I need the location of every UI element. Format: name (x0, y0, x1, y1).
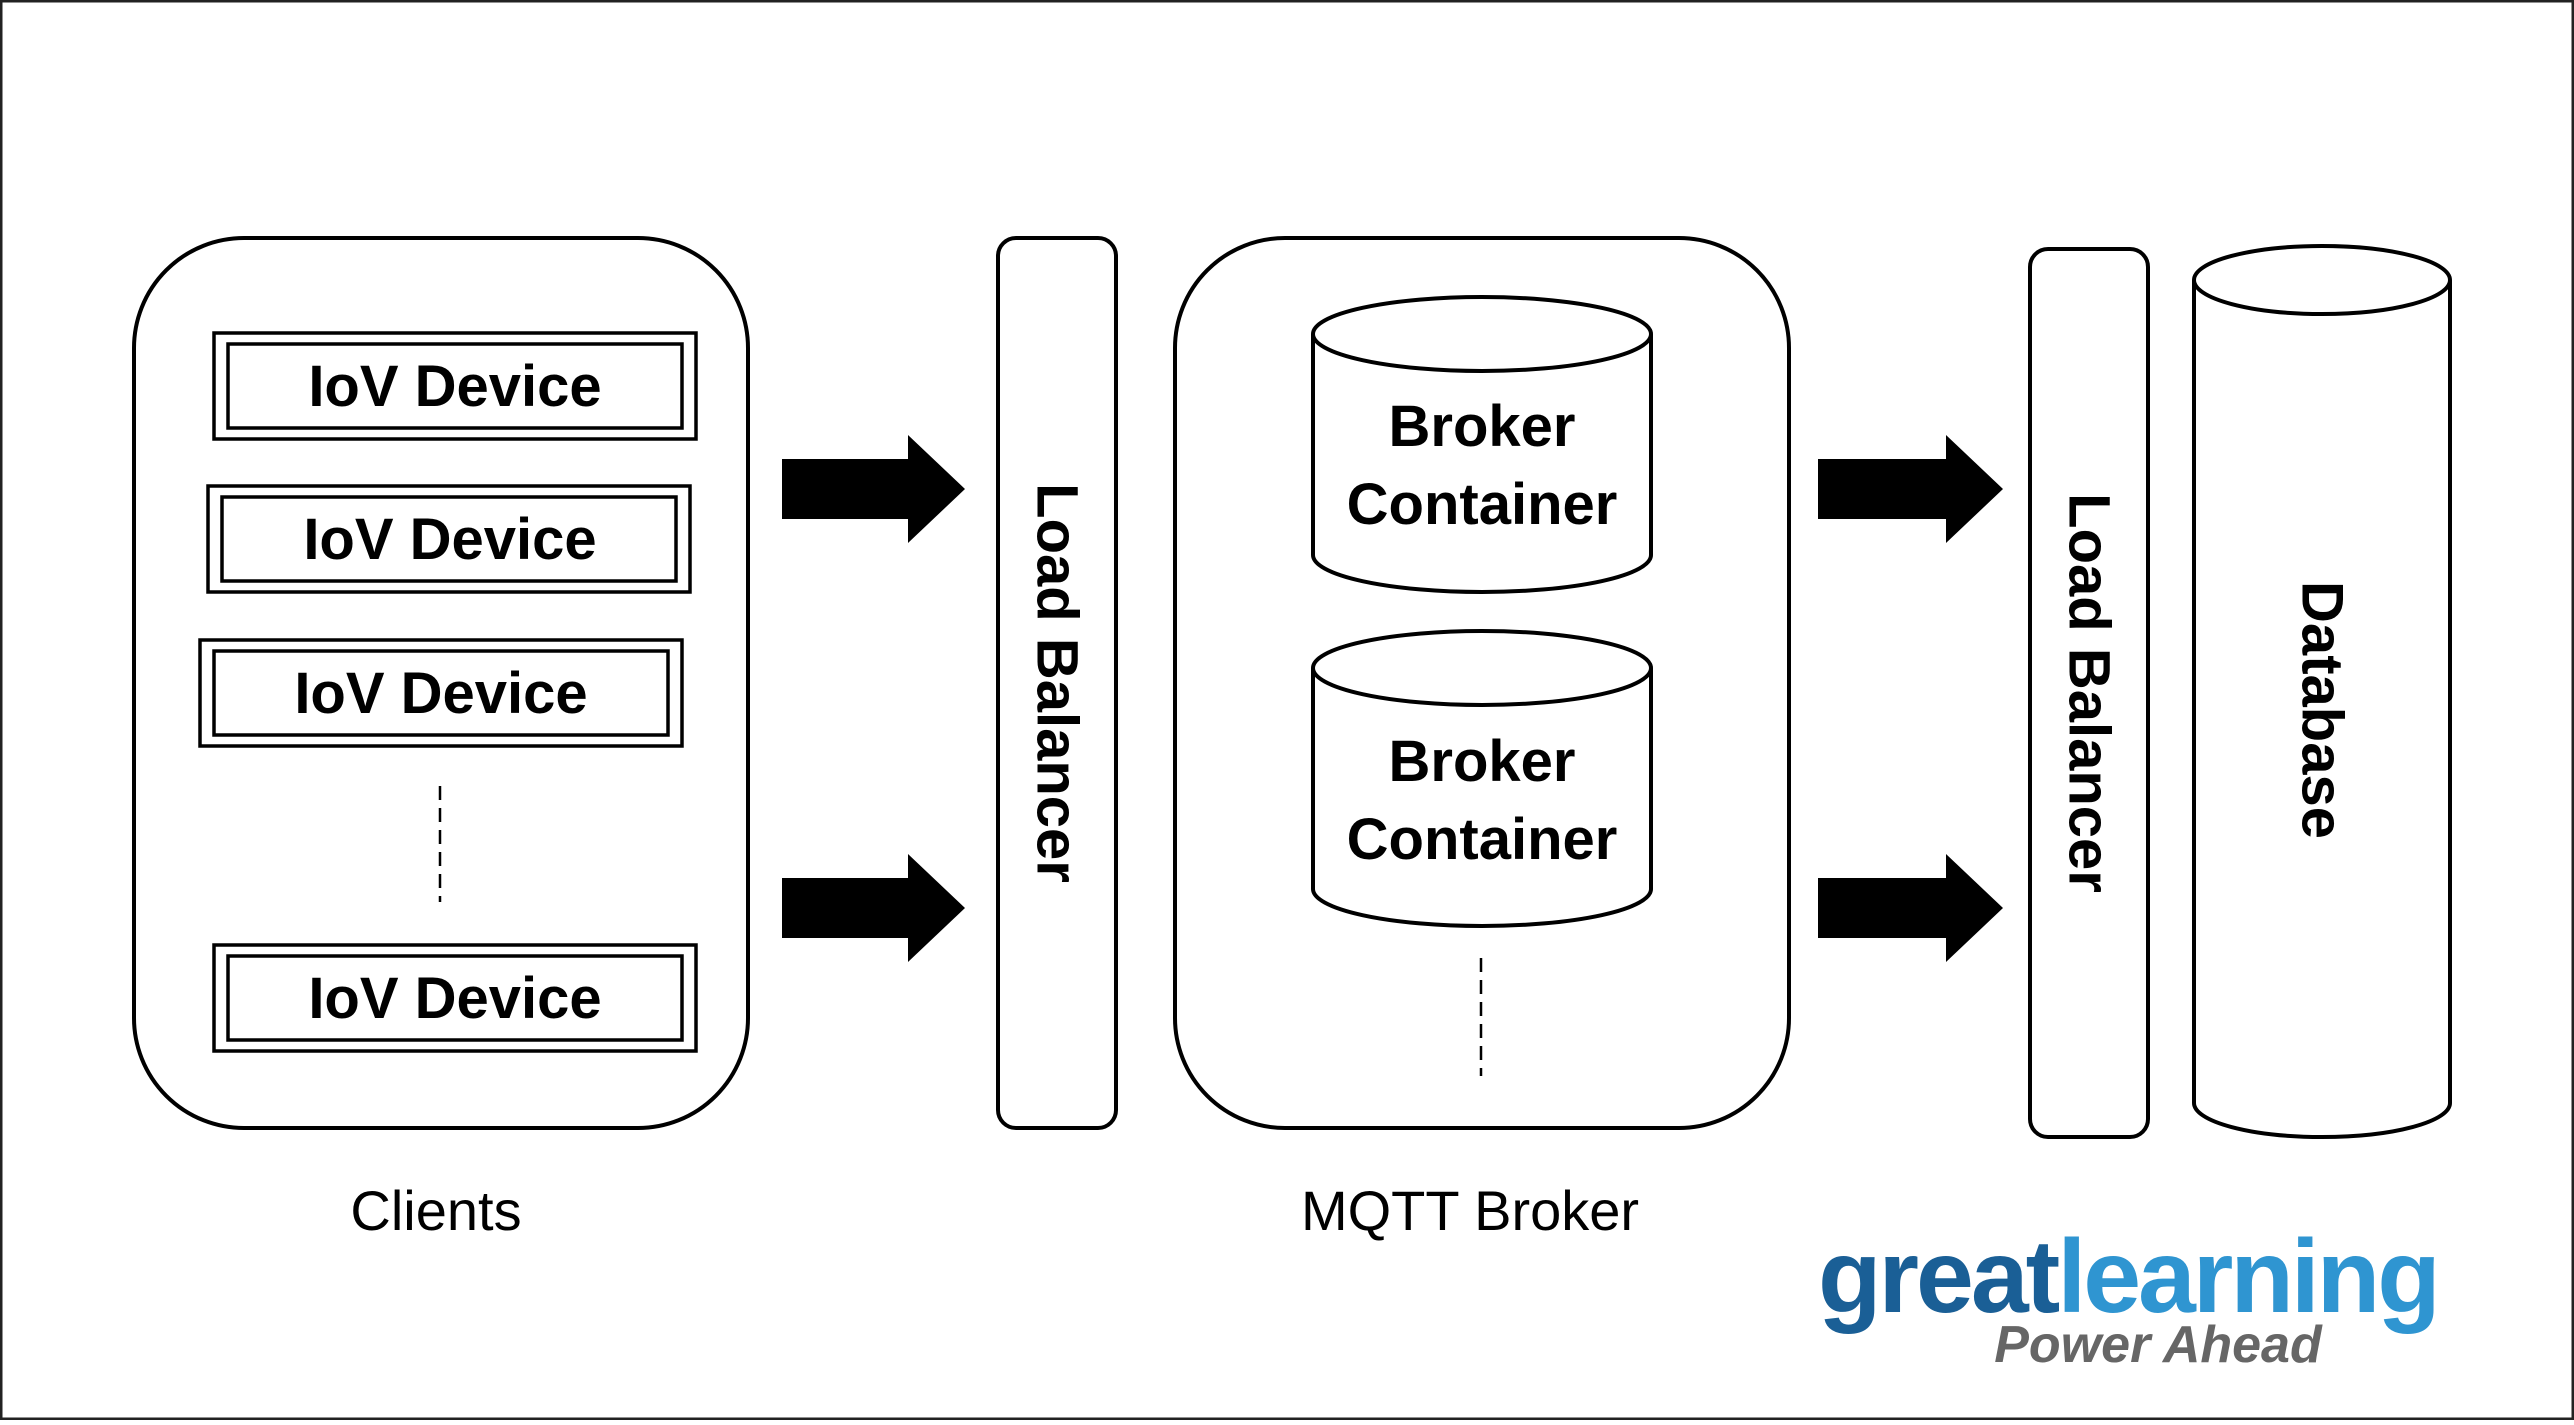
broker-container-label-line1: Broker (1389, 729, 1576, 794)
database-label: Database (2290, 581, 2355, 839)
clients-caption: Clients (350, 1179, 521, 1242)
iov-device-box: IoV Device (212, 331, 698, 441)
iov-device-label: IoV Device (308, 966, 601, 1031)
arrow-right-icon (1818, 435, 2003, 543)
arrow-right-icon (1818, 854, 2003, 962)
iov-device-label: IoV Device (303, 507, 596, 572)
greatlearning-logo: greatlearning Power Ahead (1818, 1219, 2441, 1374)
broker-container-label-line2: Container (1347, 472, 1618, 537)
logo-word-great: great (1818, 1219, 2060, 1335)
load-balancer-2: Load Balancer (2028, 247, 2150, 1139)
broker-container-label-line1: Broker (1389, 394, 1576, 459)
svg-text:greatlearning: greatlearning (1818, 1219, 2438, 1335)
load-balancer-1: Load Balancer (996, 236, 1118, 1130)
arrow-right-icon (782, 435, 965, 543)
database-cylinder: Database (2192, 244, 2452, 1139)
mqtt-broker-container (1173, 236, 1791, 1130)
broker-container-cylinder: Broker Container (1311, 295, 1653, 594)
broker-container-label-line2: Container (1347, 807, 1618, 872)
logo-word-learning: learning (2057, 1219, 2438, 1335)
logo-tagline: Power Ahead (1994, 1316, 2323, 1374)
iov-device-box: IoV Device (212, 943, 698, 1053)
load-balancer-label: Load Balancer (2057, 493, 2122, 893)
broker-container-cylinder: Broker Container (1311, 629, 1653, 928)
iov-device-label: IoV Device (308, 354, 601, 419)
iov-device-box: IoV Device (206, 484, 692, 594)
arrow-right-icon (782, 854, 965, 962)
iov-device-label: IoV Device (294, 661, 587, 726)
mqtt-broker-group: Broker Container Broker Container MQTT B… (1173, 236, 1791, 1242)
clients-group: IoV Device IoV Device IoV Device IoV Dev… (132, 236, 750, 1242)
clients-container (132, 236, 750, 1130)
load-balancer-label: Load Balancer (1025, 483, 1090, 883)
iov-device-box: IoV Device (198, 638, 684, 748)
mqtt-broker-caption: MQTT Broker (1301, 1179, 1639, 1242)
